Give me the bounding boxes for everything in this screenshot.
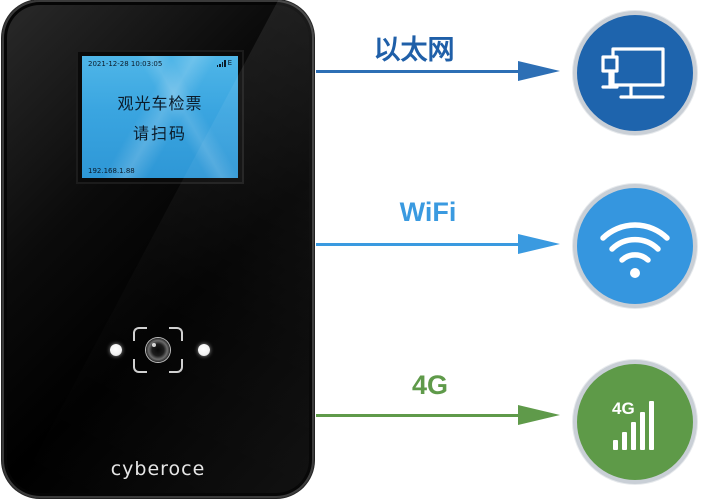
screen-title: 观光车检票	[117, 94, 203, 113]
wifi-icon	[573, 184, 697, 308]
arrow-wifi-head-icon	[518, 234, 560, 254]
scan-corner	[169, 327, 183, 341]
arrow-4g-head-icon	[518, 405, 560, 425]
arrow-ethernet-line	[316, 70, 522, 73]
device-screen: 2021-12-28 10:03:05 E 观光车检票 请扫码 192.168.…	[82, 56, 238, 178]
screen-status: E	[216, 59, 232, 67]
label-ethernet: 以太网	[373, 35, 455, 65]
scan-corner	[133, 327, 147, 341]
label-4g: 4G	[411, 370, 449, 400]
screen-prompt: 请扫码	[132, 124, 187, 143]
signal-bars-icon	[216, 60, 226, 67]
screen-ip-address: 192.168.1.88	[88, 167, 135, 175]
screen-datetime: 2021-12-28 10:03:05	[88, 60, 163, 68]
screen-frame: 2021-12-28 10:03:05 E 观光车检票 请扫码 192.168.…	[76, 50, 244, 184]
right-led-light	[198, 344, 210, 356]
arrow-wifi-line	[316, 243, 522, 246]
camera-lens-icon	[146, 338, 170, 362]
arrow-4g-line	[316, 414, 522, 417]
ticket-scanner-device: 2021-12-28 10:03:05 E 观光车检票 请扫码 192.168.…	[2, 0, 314, 498]
ethernet-computer-icon	[573, 11, 697, 135]
left-led-light	[110, 344, 122, 356]
4g-signal-icon: 4G	[573, 360, 697, 484]
label-wifi: WiFi	[399, 197, 457, 227]
4g-icon-text: 4G	[612, 399, 635, 418]
scan-corner	[169, 359, 183, 373]
scan-corner	[133, 359, 147, 373]
arrow-ethernet-head-icon	[518, 61, 560, 81]
network-letter: E	[227, 59, 232, 67]
scanner-window	[133, 327, 183, 373]
brand-logo-text: cyberoce	[110, 458, 206, 480]
